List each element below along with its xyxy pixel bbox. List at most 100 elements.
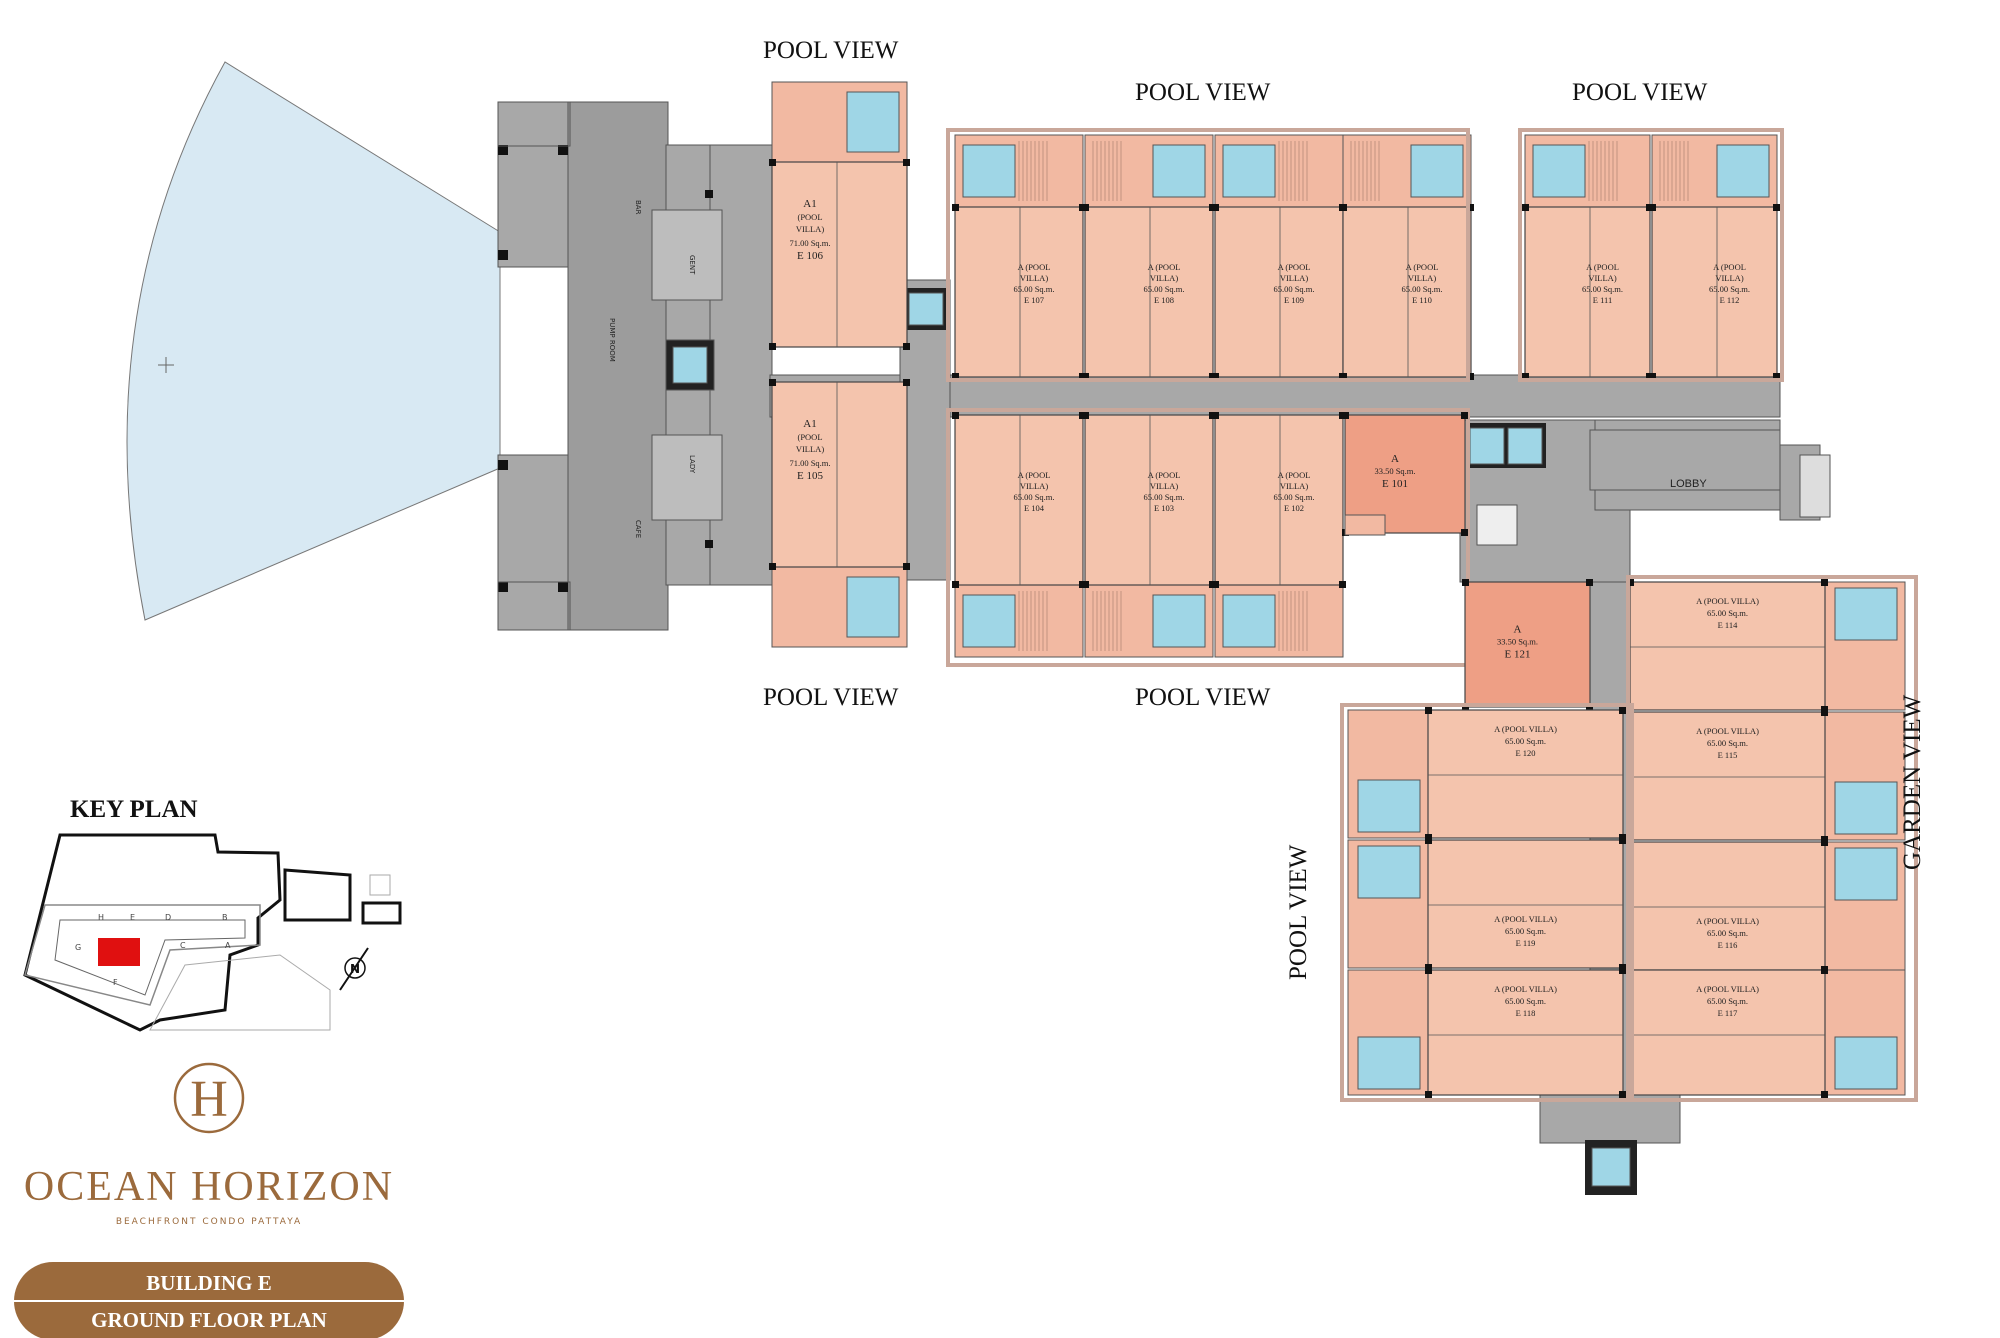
key-plan-zone-c: C bbox=[180, 941, 186, 950]
key-plan-zone-b: B bbox=[222, 913, 228, 922]
unit-area-e109: 65.00 Sq.m. bbox=[1273, 284, 1314, 294]
unit-type-e110: A (POOL bbox=[1406, 262, 1439, 272]
unit-area-e116: 65.00 Sq.m. bbox=[1707, 928, 1748, 938]
north-arrow-icon: N bbox=[350, 962, 360, 976]
unit-id-e106: E 106 bbox=[797, 250, 823, 262]
unit-e105 bbox=[771, 381, 908, 568]
private-pool bbox=[1152, 594, 1206, 648]
unit-id-e104: E 104 bbox=[1024, 503, 1045, 513]
unit-area-e106: 71.00 Sq.m. bbox=[789, 238, 830, 248]
column bbox=[1212, 581, 1219, 588]
unit-id-e109: E 109 bbox=[1284, 295, 1304, 305]
column bbox=[903, 159, 910, 166]
unit-id-e111: E 111 bbox=[1593, 295, 1612, 305]
column bbox=[1340, 373, 1347, 380]
unit-type2-e109: VILLA) bbox=[1280, 273, 1308, 283]
top-wing-outline bbox=[946, 128, 1470, 382]
pool-view-label-top-mid: POOL VIEW bbox=[1135, 79, 1271, 106]
column bbox=[1773, 204, 1780, 211]
private-pool bbox=[962, 144, 1016, 198]
unit-e120 bbox=[1427, 709, 1624, 839]
unit-id-e115: E 115 bbox=[1718, 750, 1738, 760]
column bbox=[1467, 204, 1474, 211]
pool-view-label-bottom-mid: POOL VIEW bbox=[1135, 684, 1271, 711]
unit-type-e117: A (POOL VILLA) bbox=[1696, 984, 1759, 994]
unit-type-e106: A1 bbox=[803, 198, 816, 210]
private-pool bbox=[846, 91, 900, 153]
unit-e111 bbox=[1524, 206, 1651, 378]
pool-view-label-bottom-left: POOL VIEW bbox=[763, 684, 899, 711]
unit-type3-e105: VILLA) bbox=[796, 444, 824, 454]
column bbox=[1082, 581, 1089, 588]
column bbox=[1821, 1091, 1828, 1098]
key-plan-zone-d: D bbox=[165, 913, 171, 922]
unit-type-e111: A (POOL bbox=[1586, 262, 1619, 272]
column bbox=[1619, 967, 1626, 974]
private-pool bbox=[1410, 144, 1464, 198]
banner-building: BUILDING E bbox=[146, 1271, 271, 1295]
key-plan-zone-a: A bbox=[225, 941, 231, 950]
column bbox=[1619, 707, 1626, 714]
unit-id-e103: E 103 bbox=[1154, 503, 1174, 513]
column bbox=[1462, 579, 1469, 586]
unit-area-e111: 65.00 Sq.m. bbox=[1582, 284, 1623, 294]
banner-floor: GROUND FLOOR PLAN bbox=[91, 1308, 327, 1332]
unit-area-e115: 65.00 Sq.m. bbox=[1707, 738, 1748, 748]
brand-logo-icon bbox=[173, 1062, 245, 1134]
column bbox=[1425, 837, 1432, 844]
unit-type-e112: A (POOL bbox=[1713, 262, 1746, 272]
column bbox=[1619, 1091, 1626, 1098]
garden-view-label: GARDEN VIEW bbox=[1899, 694, 1926, 870]
brand-name: OCEAN HORIZON bbox=[24, 1164, 394, 1210]
main-swimming-pool bbox=[126, 61, 501, 621]
column bbox=[1212, 412, 1219, 419]
private-pool bbox=[1834, 1036, 1898, 1090]
unit-id-e110: E 110 bbox=[1412, 295, 1432, 305]
unit-e103 bbox=[1084, 414, 1214, 586]
private-pool bbox=[846, 576, 900, 638]
key-plan-zone-g: G bbox=[75, 943, 81, 952]
unit-type2-e104: VILLA) bbox=[1020, 481, 1048, 491]
unit-area-e107: 65.00 Sq.m. bbox=[1013, 284, 1054, 294]
column bbox=[952, 581, 959, 588]
key-plan-zone-f: F bbox=[113, 978, 118, 987]
private-pool bbox=[1222, 594, 1276, 648]
column bbox=[1619, 837, 1626, 844]
column bbox=[769, 343, 776, 350]
column bbox=[1461, 412, 1468, 419]
private-pool bbox=[962, 594, 1016, 648]
column bbox=[952, 412, 959, 419]
column bbox=[1522, 204, 1529, 211]
unit-id-e121: E 121 bbox=[1505, 649, 1531, 661]
unit-type2-e105: (POOL bbox=[797, 432, 822, 442]
unit-type2-e107: VILLA) bbox=[1020, 273, 1048, 283]
unit-e119 bbox=[1427, 839, 1624, 969]
right-wing-outline-right bbox=[1626, 575, 1918, 1102]
unit-area-e112: 65.00 Sq.m. bbox=[1709, 284, 1750, 294]
column bbox=[1821, 839, 1828, 846]
unit-type2-e110: VILLA) bbox=[1408, 273, 1436, 283]
unit-type-e120: A (POOL VILLA) bbox=[1494, 724, 1557, 734]
unit-type-e116: A (POOL VILLA) bbox=[1696, 916, 1759, 926]
unit-type-e102: A (POOL bbox=[1278, 470, 1311, 480]
private-pool bbox=[1834, 847, 1898, 901]
unit-e104 bbox=[954, 414, 1084, 586]
unit-e110 bbox=[1342, 206, 1472, 378]
unit-type2-e108: VILLA) bbox=[1150, 273, 1178, 283]
unit-type-e119: A (POOL VILLA) bbox=[1494, 914, 1557, 924]
column bbox=[1082, 412, 1089, 419]
unit-type-e109: A (POOL bbox=[1278, 262, 1311, 272]
column bbox=[1649, 204, 1656, 211]
unit-id-e101: E 101 bbox=[1382, 478, 1408, 490]
column bbox=[1425, 707, 1432, 714]
column bbox=[1212, 204, 1219, 211]
unit-e108 bbox=[1084, 206, 1214, 378]
private-pool bbox=[1532, 144, 1586, 198]
bottom-wing-outline bbox=[946, 408, 1470, 667]
unit-area-e121: 33.50 Sq.m. bbox=[1497, 637, 1538, 647]
column bbox=[1467, 373, 1474, 380]
unit-e116 bbox=[1629, 841, 1826, 971]
unit-area-e102: 65.00 Sq.m. bbox=[1273, 492, 1314, 502]
unit-type-e104: A (POOL bbox=[1018, 470, 1051, 480]
unit-e121 bbox=[1464, 581, 1591, 708]
